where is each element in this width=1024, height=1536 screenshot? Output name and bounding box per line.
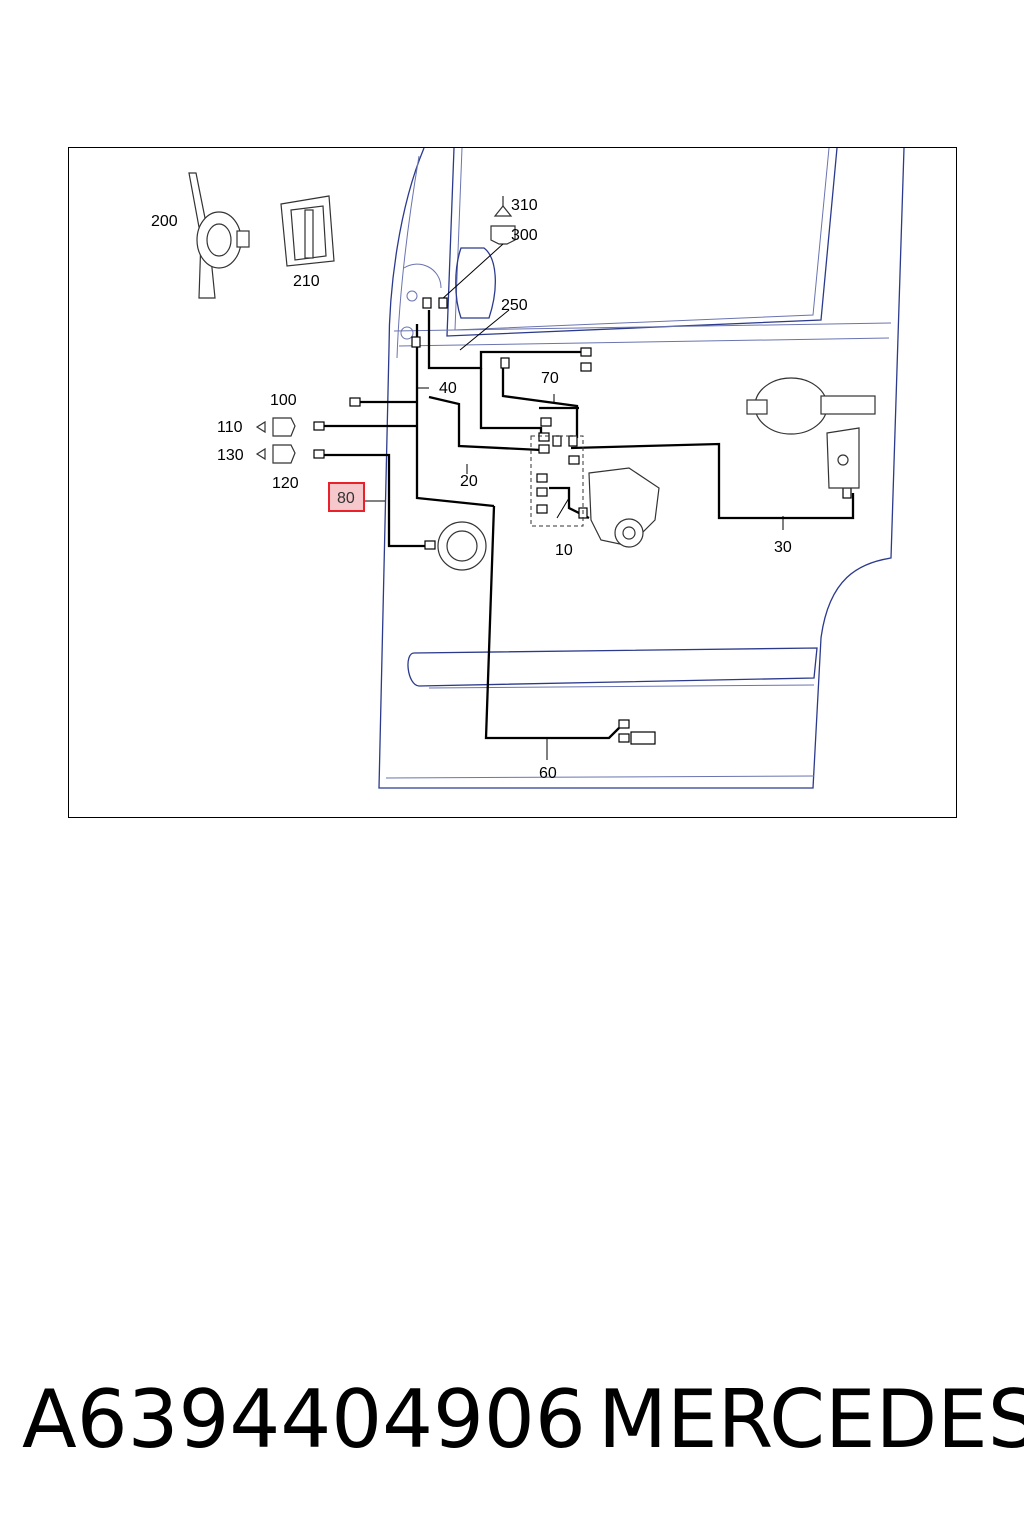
caption-bar: A6394404906 MERCEDES — [0, 1370, 1024, 1480]
clip-200-part — [188, 172, 250, 299]
callout-210: 210 — [293, 273, 320, 290]
door-lock-part — [746, 377, 876, 489]
callout-30: 30 — [774, 539, 792, 556]
door-outline — [378, 148, 905, 789]
door-wiring-drawing: 10 20 30 40 60 70 100 110 120 130 200 21… — [151, 148, 905, 789]
connectors — [313, 297, 852, 745]
callout-310: 310 — [511, 197, 538, 214]
callout-70: 70 — [541, 370, 559, 387]
callout-250: 250 — [501, 297, 528, 314]
part-number: A6394404906 — [22, 1373, 586, 1466]
brand-name: MERCEDES — [598, 1373, 1024, 1466]
wiring-diagram: 10 20 30 40 60 70 100 110 120 130 200 21… — [68, 147, 957, 818]
callout-130: 130 — [217, 447, 244, 464]
callout-200: 200 — [151, 213, 178, 230]
wiring-harness — [324, 310, 855, 740]
speaker-part — [437, 521, 487, 571]
callout-80: 80 — [337, 490, 355, 507]
clip-210-part — [280, 195, 335, 267]
callout-80-highlight[interactable]: 80 — [328, 482, 365, 512]
callout-100: 100 — [270, 392, 297, 409]
callout-20: 20 — [460, 473, 478, 490]
callout-110: 110 — [217, 419, 243, 436]
callout-10: 10 — [555, 542, 573, 559]
leader-lines — [365, 309, 784, 760]
connector-symbols-110-130 — [255, 417, 296, 464]
callout-40: 40 — [439, 380, 457, 397]
callout-120: 120 — [272, 475, 299, 492]
window-motor-part — [588, 467, 660, 548]
callout-labels: 10 20 30 40 60 70 100 110 120 130 200 21… — [151, 197, 792, 782]
control-module-10 — [530, 435, 584, 527]
callout-300: 300 — [511, 227, 538, 244]
sensor-300-310-symbols — [440, 196, 516, 301]
callout-60: 60 — [539, 765, 557, 782]
